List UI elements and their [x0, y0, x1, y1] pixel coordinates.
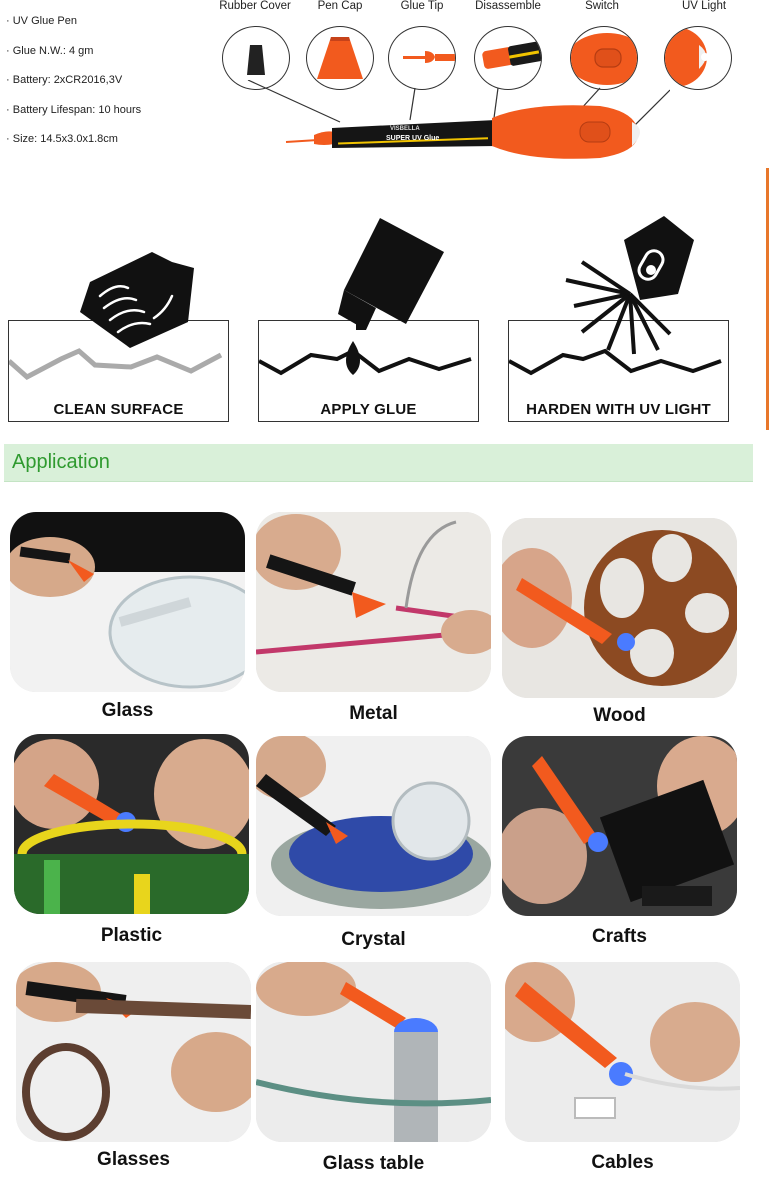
part-label-pen-cap: Pen Cap: [317, 0, 363, 12]
spec-item: Battery Lifespan: 10 hours: [6, 103, 211, 133]
application-banner: Application: [4, 444, 753, 482]
photo-glasses: [16, 962, 251, 1142]
application-caption: Wood: [593, 705, 646, 726]
crack-surface-icon: [9, 348, 223, 381]
leader-line: [409, 87, 416, 121]
application-caption: Metal: [349, 703, 398, 724]
disassemble-icon: [474, 26, 542, 90]
step-apply-glue: APPLY GLUE: [258, 320, 479, 422]
uv-light-rays-icon: [565, 216, 694, 355]
photo-metal: [256, 512, 491, 692]
step-harden-uv: HARDEN WITH UV LIGHT: [508, 320, 729, 422]
pen-uv-lens: [632, 122, 640, 146]
application-caption: Glass: [101, 700, 154, 721]
pen-brand-text: VISBELLA: [390, 126, 420, 132]
rubber-cover-icon: [222, 26, 290, 90]
leader-line: [493, 87, 499, 119]
step-label: HARDEN WITH UV LIGHT: [526, 401, 711, 418]
photo-cables: [505, 962, 740, 1142]
part-label-disassemble: Disassemble: [475, 0, 541, 12]
photo-wood: [502, 518, 737, 698]
part-label-switch: Switch: [585, 0, 619, 12]
pen-barrel: [332, 120, 498, 148]
part-label-rubber-cover: Rubber Cover: [219, 0, 291, 12]
application-caption: Crystal: [341, 929, 406, 950]
application-caption: Glasses: [97, 1149, 170, 1170]
part-label-uv-light: UV Light: [681, 0, 727, 12]
pen-switch: [579, 121, 611, 143]
application-caption: Plastic: [100, 925, 163, 946]
pen-body: [492, 105, 638, 159]
pen-product-text: SUPER UV Glue: [386, 135, 439, 142]
glue-tip-icon: [388, 26, 456, 90]
spec-item: UV Glue Pen: [6, 14, 211, 44]
pen-needle: [285, 139, 319, 143]
application-caption: Crafts: [592, 926, 647, 947]
crack-surface-icon: [509, 348, 722, 376]
accent-rule: [766, 168, 769, 430]
step-label: CLEAN SURFACE: [53, 401, 184, 418]
cloth-wipe-icon: [80, 252, 194, 348]
uv-glue-pen-illustration: VISBELLA SUPER UV Glue: [247, 80, 670, 159]
leader-line: [247, 80, 341, 123]
glue-bottle-icon: [338, 218, 444, 330]
spec-item: Size: 14.5x3.0x1.8cm: [6, 132, 211, 162]
application-caption: Glass table: [322, 1153, 425, 1174]
photo-glass: [10, 512, 245, 692]
uv-light-icon: [664, 26, 732, 90]
application-title: Application: [12, 451, 110, 473]
spec-item: Battery: 2xCR2016,3V: [6, 73, 211, 103]
step-label: APPLY GLUE: [320, 401, 417, 418]
spec-item: Glue N.W.: 4 gm: [6, 44, 211, 74]
switch-icon: [570, 26, 638, 90]
photo-crafts: [502, 736, 737, 916]
crack-surface-icon: [259, 341, 472, 376]
pen-tip: [314, 131, 334, 145]
photo-crystal: [256, 736, 491, 916]
application-caption: Cables: [591, 1152, 654, 1173]
leader-line: [629, 89, 670, 131]
photo-plastic: [14, 734, 249, 914]
part-label-glue-tip: Glue Tip: [400, 0, 444, 12]
spec-list: UV Glue Pen Glue N.W.: 4 gm Battery: 2xC…: [6, 14, 211, 162]
pen-cap-icon: [306, 26, 374, 90]
photo-glass-table: [256, 962, 491, 1142]
